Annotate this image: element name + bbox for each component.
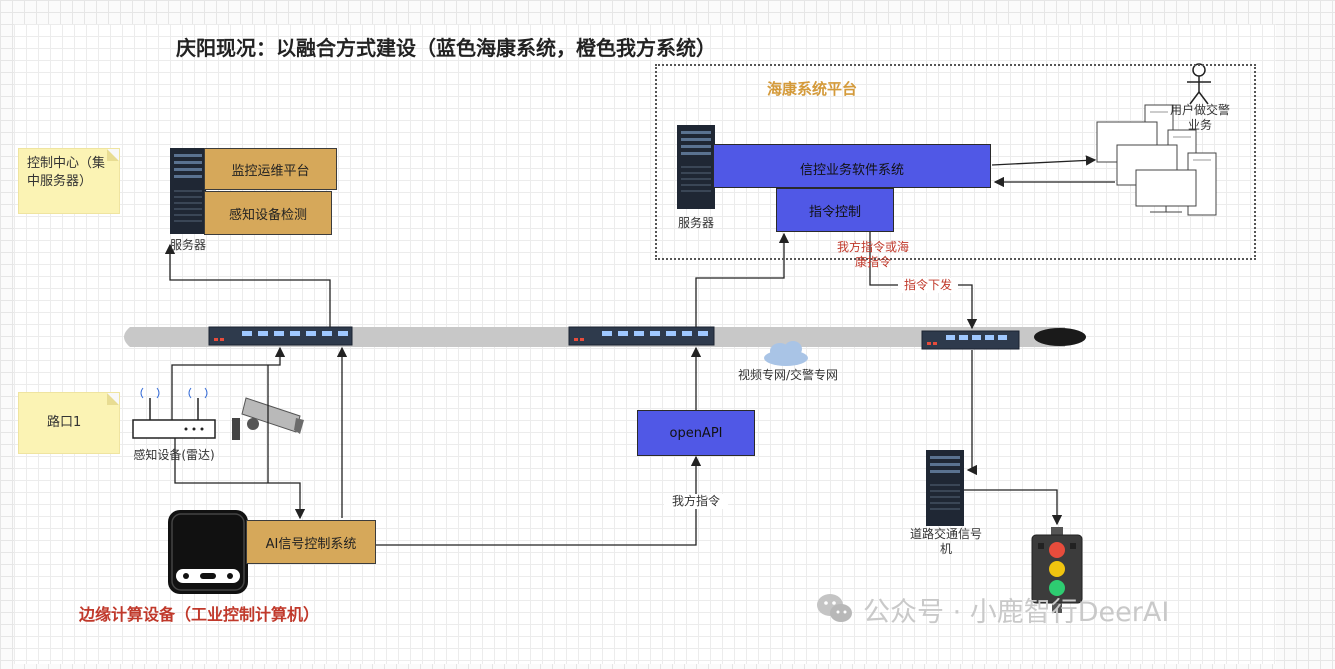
ai-signal-control-box: AI信号控制系统 <box>246 520 376 564</box>
sensor-detection-box: 感知设备检测 <box>204 191 332 235</box>
openapi-label: openAPI <box>669 425 723 441</box>
command-control-box: 指令控制 <box>776 188 894 232</box>
server-rack-icon <box>170 148 206 234</box>
cloud-icon <box>764 341 808 366</box>
network-switch-icon <box>568 326 715 346</box>
network-switch-icon <box>208 326 353 346</box>
server-rack-icon <box>677 125 715 209</box>
signal-software-label: 信控业务软件系统 <box>799 163 904 178</box>
diagram-title: 庆阳现况：以融合方式建设（蓝色海康系统，橙色我方系统） <box>176 36 716 60</box>
network-switch-icon <box>921 330 1020 350</box>
radar-sensor-label: 感知设备(雷达) <box>133 448 215 462</box>
note-control-center-text: 控制中心（集中服务器） <box>27 156 106 189</box>
command-dispatch-label: 指令下发 <box>898 278 958 293</box>
our-command-label: 我方指令 <box>664 494 728 509</box>
note-control-center: 控制中心（集中服务器） <box>18 148 120 214</box>
radar-sensor-icon <box>132 387 216 439</box>
command-control-label: 指令控制 <box>808 204 861 220</box>
watermark-text: 公众号 · 小鹿智行DeerAI <box>863 597 1170 628</box>
workstation-icon <box>1096 104 1217 216</box>
edge-device-label: 边缘计算设备（工业控制计算机） <box>78 605 319 624</box>
hikvision-platform-title: 海康系统平台 <box>767 80 858 98</box>
command-choice-label: 我方指令或海康指令 <box>836 240 909 269</box>
monitor-platform-box: 监控运维平台 <box>204 148 337 190</box>
hikvision-platform-boundary <box>655 64 1256 260</box>
hikvision-server-label: 服务器 <box>677 216 714 230</box>
traffic-light-icon <box>1031 527 1083 613</box>
sensor-detection-label: 感知设备检测 <box>228 207 307 223</box>
signal-controller-icon <box>926 450 964 526</box>
note-intersection: 路口1 <box>18 392 120 454</box>
note-intersection-text: 路口1 <box>47 415 82 430</box>
openapi-box: openAPI <box>637 410 755 456</box>
user-label: 用户做交警业务 <box>1169 103 1230 132</box>
wechat-icon <box>817 594 852 622</box>
camera-icon <box>232 397 304 440</box>
ai-signal-control-label: AI信号控制系统 <box>265 536 357 552</box>
network-cloud-label: 视频专网/交警专网 <box>737 368 839 382</box>
signal-software-box: 信控业务软件系统 <box>713 144 991 188</box>
signal-controller-label: 道路交通信号机 <box>909 527 982 556</box>
monitor-platform-label: 监控运维平台 <box>231 163 310 179</box>
edge-device-icon <box>168 510 248 594</box>
control-center-server-label: 服务器 <box>169 238 206 252</box>
